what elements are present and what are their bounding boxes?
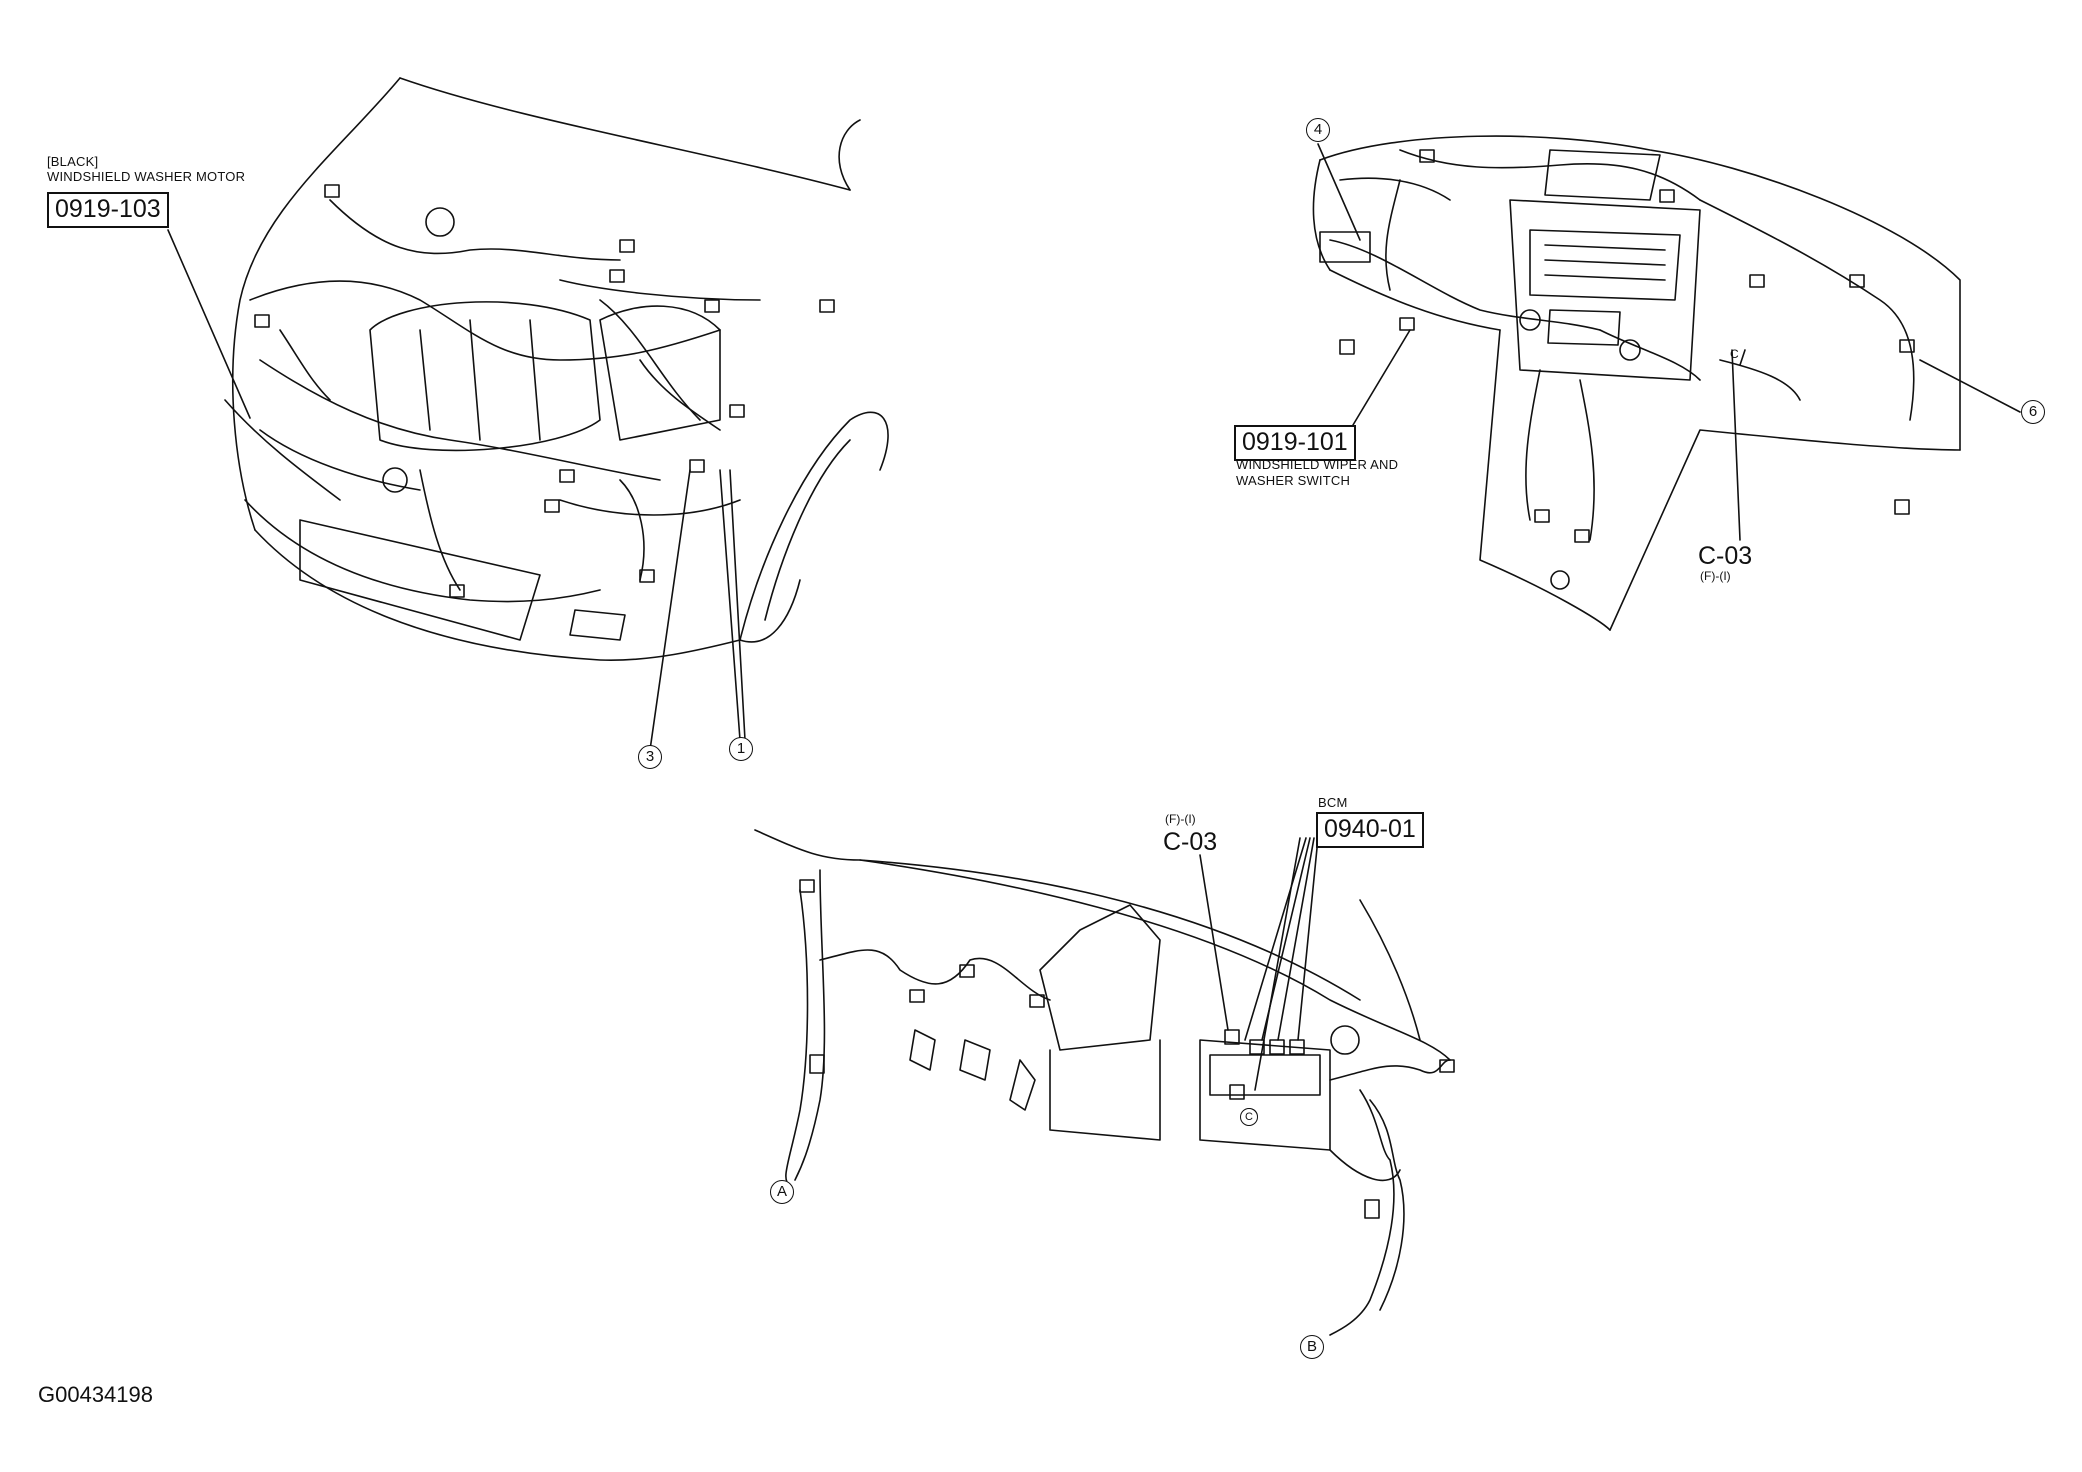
bcm-label: BCM: [1318, 795, 1348, 810]
dashboard-connector-note: (F)-(I): [1700, 569, 1731, 583]
wiper-switch-code-box: 0919-101: [1234, 425, 1356, 461]
dashboard-connector-letter: C: [1730, 347, 1739, 361]
interior-connector-code: C-03: [1163, 828, 1218, 856]
dashboard-view: [1312, 135, 2021, 631]
callout-4: 4: [1306, 118, 1330, 142]
washer-motor-name-label: WINDSHIELD WASHER MOTOR: [47, 169, 246, 184]
callout-c: C: [1240, 1108, 1258, 1126]
callout-b: B: [1300, 1335, 1324, 1359]
callout-3: 3: [638, 745, 662, 769]
wiper-switch-name-line1: WINDSHIELD WIPER AND: [1236, 457, 1399, 472]
engine-bay-view: [167, 77, 889, 751]
wiper-switch-name-line2: WASHER SWITCH: [1236, 473, 1351, 488]
interior-bcm-view: [754, 829, 1455, 1336]
bcm-code-box: 0940-01: [1316, 812, 1424, 848]
dashboard-connector-code: C-03: [1698, 542, 1753, 570]
washer-motor-code-box: 0919-103: [47, 192, 169, 228]
interior-connector-note: (F)-(I): [1165, 812, 1196, 826]
callout-6: 6: [2021, 400, 2045, 424]
callout-1: 1: [729, 737, 753, 761]
washer-motor-color-label: [BLACK]: [47, 154, 99, 169]
callout-a: A: [770, 1180, 794, 1204]
figure-id: G00434198: [38, 1382, 153, 1407]
